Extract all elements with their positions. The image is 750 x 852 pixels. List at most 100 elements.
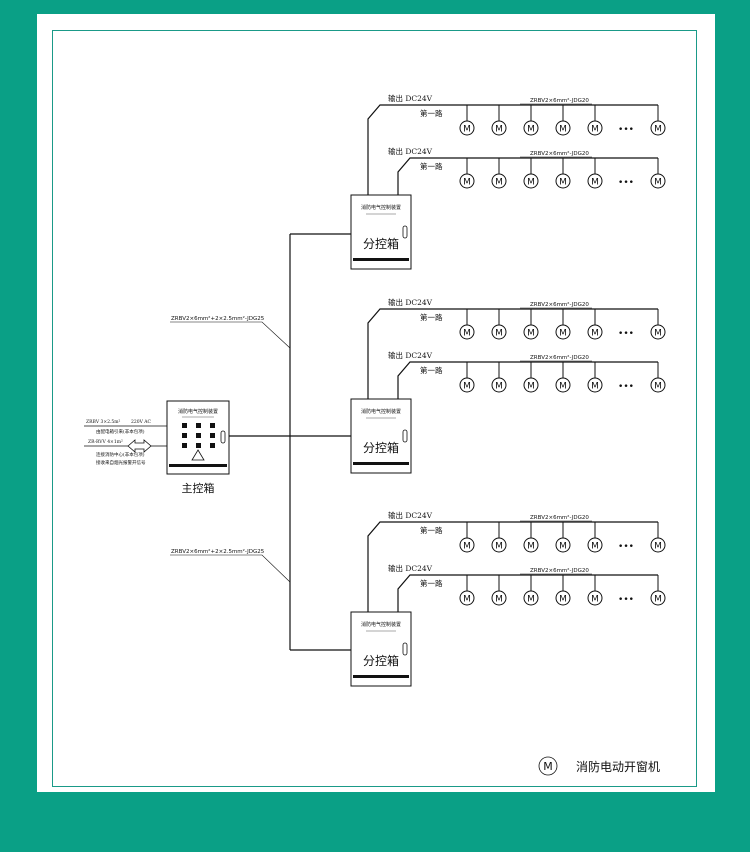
motor-symbol: M [495,178,503,188]
signal-source-line2: 接收来自烟光报警开信号 [96,459,146,466]
motor-icon [491,173,507,189]
door-handle-icon [402,429,408,443]
motor-icon [459,324,475,340]
signal-cable-label: ZR-RVV 4×1m² [88,439,123,445]
motor-icon [459,377,475,393]
motor-symbol: M [654,125,662,135]
motor-icon [523,173,539,189]
motor-icon [523,120,539,136]
motor-icon [491,324,507,340]
motor-icon [523,377,539,393]
motor-symbol: M [463,595,471,605]
motor-icon [587,173,603,189]
branch-output-label: 输出 DC24V [388,297,433,307]
branch-circuit-label: 第一路 [420,312,443,322]
sub-box-label: 分控箱 [363,440,399,455]
branch-cable-label: ZRBV2×6mm²-JDG20 [530,301,589,308]
indicator-lamp [210,433,215,438]
motor-icon [555,590,571,606]
branch-feeder-line [367,521,658,612]
motor-ellipsis: ••• [618,329,634,339]
motor-symbol: M [559,125,567,135]
motor-symbol: M [591,382,599,392]
motor-icon [587,537,603,553]
branch-circuit-label: 第一路 [420,365,443,375]
motor-icon [587,377,603,393]
sub-box-panel-title: 消防电气控制装置 [361,408,401,415]
motor-symbol: M [591,595,599,605]
branch-circuit-label: 第一路 [420,578,443,588]
motor-icon [587,324,603,340]
branch-output-label: 输出 DC24V [388,510,433,520]
legend: M 消防电动开窗机 [538,756,660,776]
motor-symbol: M [559,542,567,552]
branch-output-label: 输出 DC24V [388,93,433,103]
motor-symbol: M [527,329,535,339]
motor-icon [650,173,666,189]
motor-icon [491,590,507,606]
motor-icon [555,377,571,393]
motor-ellipsis: ••• [618,178,634,188]
motor-icon [650,590,666,606]
motor-symbol: M [654,542,662,552]
motor-icon [491,120,507,136]
motor-symbol: M [495,595,503,605]
motor-symbol: M [527,178,535,188]
motor-symbol: M [463,542,471,552]
motor-symbol: M [463,382,471,392]
sub-box-nameplate [353,675,409,678]
motor-icon [555,324,571,340]
door-handle-icon [220,430,226,444]
indicator-lamp [210,443,215,448]
motor-symbol: M [654,382,662,392]
motor-symbol: M [559,329,567,339]
sub-box-body [350,398,412,474]
door-handle-icon [402,642,408,656]
branch-cable-label: ZRBV2×6mm²-JDG20 [530,150,589,157]
branch-feeder-line [367,308,658,399]
sub-box-label: 分控箱 [363,653,399,668]
indicator-lamp [182,423,187,428]
motor-ellipsis: ••• [618,542,634,552]
branch-feeder-line [367,104,658,195]
motor-ellipsis: ••• [618,595,634,605]
sub-box-panel-title: 消防电气控制装置 [361,204,401,211]
motor-icon [587,120,603,136]
main-box-panel-title: 消防电气控制装置 [178,408,218,415]
motor-symbol: M [654,178,662,188]
branch-feeder-line [397,157,658,195]
branch-output-label: 输出 DC24V [388,350,433,360]
trunk-bus [229,233,351,651]
motor-icon [523,590,539,606]
bidirectional-arrow-icon [127,439,152,453]
branch-feeder-line [397,361,658,399]
trunk-leader-upper [170,321,291,349]
power-source-label: 由配电箱引来(非本包项) [96,428,145,435]
motor-symbol: M [559,382,567,392]
door-handle-icon [402,225,408,239]
motor-symbol: M [527,125,535,135]
branch-circuit-label: 第一路 [420,108,443,118]
sub-box-label: 分控箱 [363,236,399,251]
sub-box-nameplate [353,258,409,261]
motor-symbol: M [559,178,567,188]
main-box-label: 主控箱 [182,481,215,495]
legend-motor-icon [538,756,558,776]
drawing-frame [52,30,697,787]
trunk-cable-label-upper: ZRBV2×6mm²+2×2.5mm²-JDG25 [171,315,265,322]
legend-motor-symbol: M [543,760,553,773]
main-control-box: 消防电气控制装置 主控箱 [166,400,230,495]
branch-feeder-line [397,574,658,612]
branch-cable-label: ZRBV2×6mm²-JDG20 [530,354,589,361]
motor-symbol: M [527,595,535,605]
motor-symbol: M [559,595,567,605]
branch-cable-label: ZRBV2×6mm²-JDG20 [530,97,589,104]
motor-ellipsis: ••• [618,382,634,392]
